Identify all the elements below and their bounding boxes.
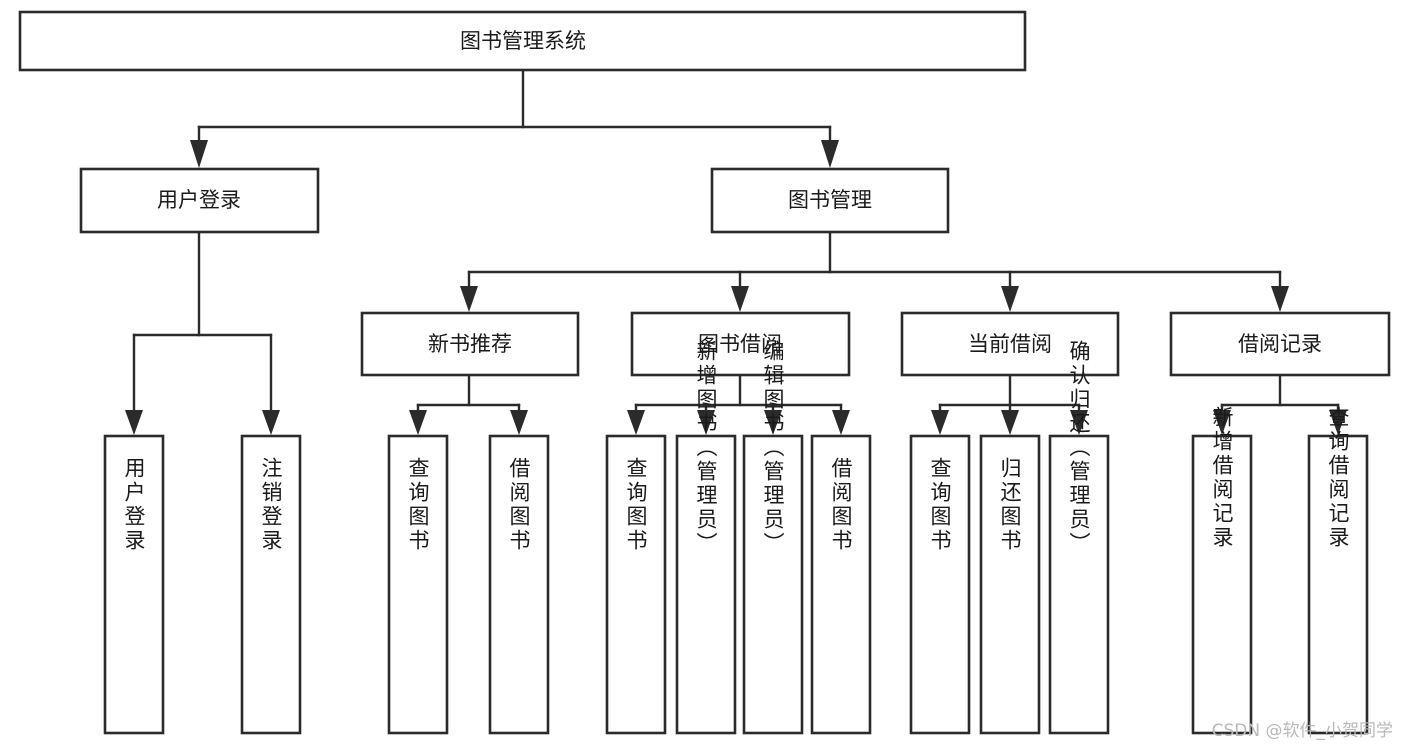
node-user-login[interactable]: 用户登录 xyxy=(79,167,320,234)
node-book-management-box[interactable] xyxy=(710,167,950,234)
leaf-user-login-logout[interactable]: 注销登录 xyxy=(240,434,302,735)
leaf-user-login-login-box[interactable] xyxy=(103,434,165,735)
node-user-login-box[interactable] xyxy=(79,167,320,234)
node-root-label: 图书管理系统 xyxy=(460,29,586,53)
leaf-borrow-record-query-label: 查询借阅记录 xyxy=(1326,406,1350,550)
leaf-current-borrow-return[interactable]: 归还图书 xyxy=(979,434,1041,735)
node-new-book-recommend-label: 新书推荐 xyxy=(428,332,512,356)
leaf-borrow-record-query[interactable]: 查询借阅记录 xyxy=(1307,406,1369,735)
leaf-book-borrow-edit-box[interactable] xyxy=(742,434,804,735)
leaf-new-book-query-label: 查询图书 xyxy=(406,457,430,553)
leaf-book-borrow-query-box[interactable] xyxy=(605,434,667,735)
node-root-box[interactable] xyxy=(18,10,1027,72)
leaf-user-login-login[interactable]: 用户登录 xyxy=(103,434,165,735)
leaf-new-book-borrow-box[interactable] xyxy=(488,434,550,735)
arrow-head-icon xyxy=(832,410,850,435)
leaf-user-login-logout-box[interactable] xyxy=(240,434,302,735)
node-current-borrow-box[interactable] xyxy=(900,311,1120,377)
node-root-system[interactable]: 图书管理系统 xyxy=(18,10,1027,72)
node-new-book-recommend-box[interactable] xyxy=(360,311,580,377)
arrow-head-icon xyxy=(125,410,143,435)
arrow-head-icon xyxy=(627,410,645,435)
leaf-current-borrow-query[interactable]: 查询图书 xyxy=(909,434,971,735)
arrow-head-icon xyxy=(1271,286,1289,312)
connector-bookmgmt-to-level3 xyxy=(460,230,1289,312)
arrow-head-icon xyxy=(731,286,749,312)
arrow-head-icon xyxy=(1001,410,1019,435)
connector-newbook-to-leaves xyxy=(409,373,528,435)
leaf-book-borrow-query-label: 查询图书 xyxy=(624,457,648,553)
arrow-head-icon xyxy=(190,140,208,168)
leaf-borrow-record-add-box[interactable] xyxy=(1191,434,1253,735)
node-borrow-record[interactable]: 借阅记录 xyxy=(1169,311,1391,377)
leaf-new-book-query[interactable]: 查询图书 xyxy=(387,434,449,735)
leaf-new-book-borrow-label: 借阅图书 xyxy=(507,457,531,553)
arrow-head-icon xyxy=(764,410,782,435)
leaf-book-borrow-edit-label: 编辑图书（管理员） xyxy=(761,340,785,556)
arrow-head-icon xyxy=(1213,410,1231,435)
leaf-borrow-record-query-box[interactable] xyxy=(1307,434,1369,735)
arrow-head-icon xyxy=(510,410,528,435)
node-borrow-record-label: 借阅记录 xyxy=(1238,332,1322,356)
leaf-book-borrow-add-box[interactable] xyxy=(675,434,737,735)
arrow-head-icon xyxy=(931,410,949,435)
node-new-book-recommend[interactable]: 新书推荐 xyxy=(360,311,580,377)
connector-bookborrow-to-leaves xyxy=(627,373,850,435)
connector-borrowrecord-to-leaves xyxy=(1213,373,1347,435)
node-user-login-label: 用户登录 xyxy=(157,188,241,212)
leaf-book-borrow-borrow-box[interactable] xyxy=(810,434,872,735)
leaf-current-borrow-confirm-label: 确认归还（管理员） xyxy=(1067,340,1091,556)
arrow-head-icon xyxy=(1070,410,1088,435)
connector-userlogin-to-leaves xyxy=(125,230,280,435)
node-current-borrow[interactable]: 当前借阅 xyxy=(900,311,1120,377)
leaf-book-borrow-borrow[interactable]: 借阅图书 xyxy=(810,434,872,735)
arrow-head-icon xyxy=(1329,410,1347,435)
leaf-current-borrow-confirm-box[interactable] xyxy=(1048,434,1110,735)
node-book-borrow[interactable]: 图书借阅 xyxy=(630,311,851,377)
node-borrow-record-box[interactable] xyxy=(1169,311,1391,377)
leaf-current-borrow-confirm[interactable]: 确认归还（管理员） xyxy=(1048,340,1110,735)
leaf-current-borrow-return-box[interactable] xyxy=(979,434,1041,735)
leaf-current-borrow-query-label: 查询图书 xyxy=(928,457,952,553)
node-book-management[interactable]: 图书管理 xyxy=(710,167,950,234)
leaf-user-login-logout-label: 注销登录 xyxy=(259,457,283,553)
leaf-borrow-record-add[interactable]: 新增借阅记录 xyxy=(1191,406,1253,735)
arrow-head-icon xyxy=(697,410,715,435)
node-book-borrow-label: 图书借阅 xyxy=(698,332,782,356)
leaf-current-borrow-query-box[interactable] xyxy=(909,434,971,735)
node-book-borrow-box[interactable] xyxy=(630,311,851,377)
leaf-borrow-record-add-label: 新增借阅记录 xyxy=(1210,406,1234,550)
leaf-new-book-query-box[interactable] xyxy=(387,434,449,735)
node-current-borrow-label: 当前借阅 xyxy=(968,332,1052,356)
leaf-current-borrow-return-label: 归还图书 xyxy=(998,457,1022,553)
node-book-management-label: 图书管理 xyxy=(788,188,872,212)
leaf-book-borrow-query[interactable]: 查询图书 xyxy=(605,434,667,735)
arrow-head-icon xyxy=(821,140,839,168)
leaf-user-login-login-label: 用户登录 xyxy=(122,457,146,553)
connector-root-to-level2 xyxy=(190,68,839,168)
arrow-head-icon xyxy=(409,410,427,435)
leaf-book-borrow-edit[interactable]: 编辑图书（管理员） xyxy=(742,340,804,735)
arrow-head-icon xyxy=(262,410,280,435)
leaf-book-borrow-add-label: 新增图书（管理员） xyxy=(694,340,718,556)
connector-currentborrow-to-leaves xyxy=(931,373,1088,435)
arrow-head-icon xyxy=(1001,286,1019,312)
leaf-book-borrow-borrow-label: 借阅图书 xyxy=(829,457,853,553)
arrow-head-icon xyxy=(460,286,478,312)
leaf-new-book-borrow[interactable]: 借阅图书 xyxy=(488,434,550,735)
leaf-book-borrow-add[interactable]: 新增图书（管理员） xyxy=(675,340,737,735)
